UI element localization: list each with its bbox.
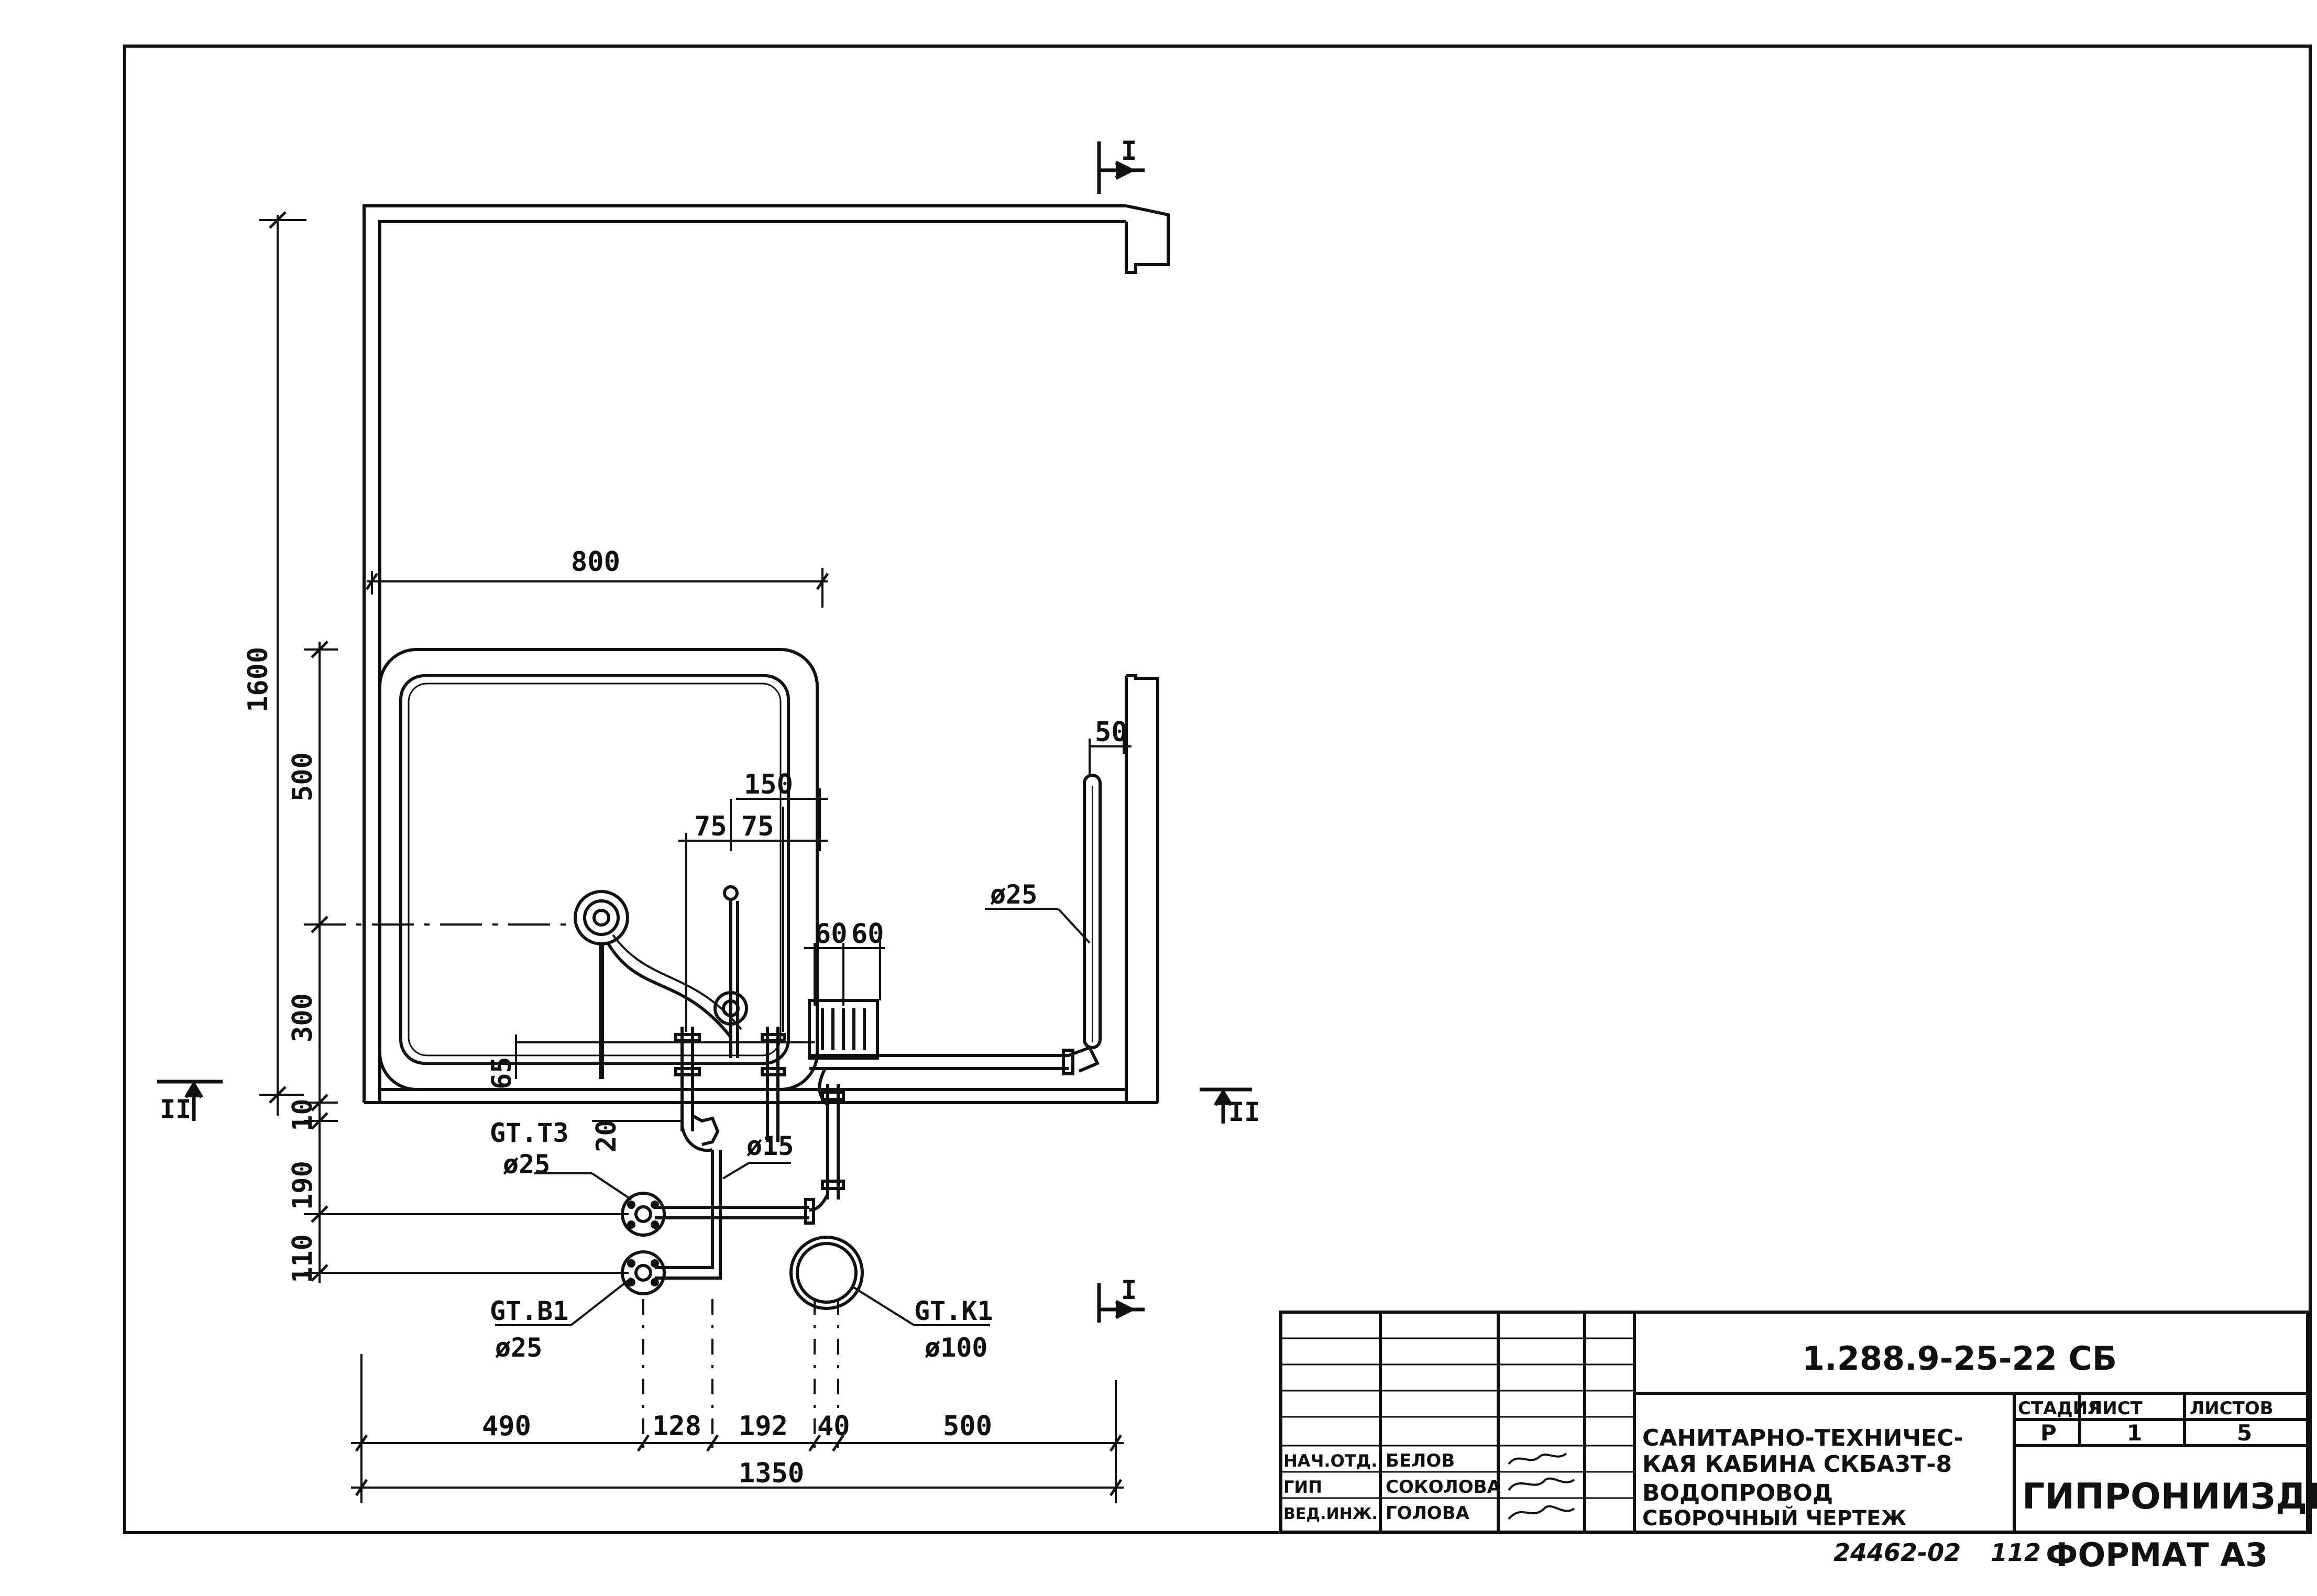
title-block-name-3: ГОЛОВА xyxy=(1386,1503,1470,1524)
footer-format: ФОРМАТ А3 xyxy=(2046,1536,2268,1574)
dim-width-top: 800 xyxy=(571,546,620,578)
label-riser-t3: GT.T3 xyxy=(490,1118,569,1148)
section-label-2-right: II xyxy=(1228,1097,1260,1127)
title-block-desc-4: СБОРОЧНЫЙ ЧЕРТЕЖ xyxy=(1642,1505,1906,1531)
dim-75b: 75 xyxy=(741,811,774,842)
section-mark-1-top xyxy=(1097,141,1145,194)
section-mark-1-bottom xyxy=(1097,1283,1145,1323)
label-riser-k1: GT.K1 xyxy=(914,1296,993,1326)
title-block-code: 1.288.9-25-22 СБ xyxy=(1802,1339,2117,1378)
dim-row-2: 110 xyxy=(287,1234,319,1283)
title-block-desc-1: САНИТАРНО-ТЕХНИЧЕС- xyxy=(1642,1425,1963,1451)
title-block-sheet: 1 xyxy=(2127,1420,2142,1446)
dim-bottom-total: 1350 xyxy=(739,1458,804,1489)
title-block-sheets: 5 xyxy=(2237,1420,2252,1446)
title-block-name-1: БЕЛОВ xyxy=(1386,1450,1455,1471)
title-block-role-1: НАЧ.ОТД. xyxy=(1283,1451,1377,1471)
title-block-desc-2: КАЯ КАБИНА СКБА3Т-8 xyxy=(1642,1451,1952,1478)
dim-row-1: 190 xyxy=(287,1161,319,1210)
title-block-role-3: ВЕД.ИНЖ. xyxy=(1283,1505,1378,1523)
title-block-sheet-header: ЛИСТ xyxy=(2088,1398,2143,1419)
riser-t3 xyxy=(621,1192,815,1237)
title-block-sheets-header: ЛИСТОВ xyxy=(2190,1398,2274,1419)
dim-bottom-5: 500 xyxy=(943,1411,992,1442)
title-block-desc-3: ВОДОПРОВОД xyxy=(1642,1480,1833,1506)
title-block xyxy=(1279,1311,2309,1534)
room-walls xyxy=(363,204,1170,1104)
dim-upper: 500 xyxy=(287,752,319,801)
riser-k1 xyxy=(789,1236,864,1310)
label-riser-b1-dia: ø25 xyxy=(495,1333,542,1363)
dim-lower: 300 xyxy=(287,993,319,1042)
dim-bottom-gap: 10 xyxy=(287,1098,319,1131)
mixer-valve xyxy=(713,885,748,1058)
section-label-2-left: II xyxy=(160,1094,191,1125)
title-block-stage-header: СТАДИЯ xyxy=(2018,1398,2101,1419)
dim-75a: 75 xyxy=(694,811,727,842)
section-mark-2-right xyxy=(1200,1087,1252,1124)
dim-20: 20 xyxy=(591,1119,622,1152)
supply-pipes xyxy=(674,1027,786,1231)
label-pipe-25: ø25 xyxy=(990,879,1037,910)
title-block-organization: ГИПРОНИИЗДРАВ xyxy=(2022,1476,2317,1517)
dim-60a: 60 xyxy=(815,918,848,950)
riser-b1 xyxy=(621,1218,722,1295)
footer-page-num: 112 xyxy=(1991,1538,2041,1567)
title-block-name-2: СОКОЛОВА xyxy=(1386,1477,1501,1498)
dim-bottom-1: 490 xyxy=(482,1411,531,1442)
dim-50: 50 xyxy=(1095,717,1128,748)
dim-65: 65 xyxy=(486,1056,518,1089)
shower-drain xyxy=(574,890,742,1079)
label-riser-k1-dia: ø100 xyxy=(925,1333,987,1363)
horizontal-pipe xyxy=(808,774,1102,1212)
title-block-stage: Р xyxy=(2040,1420,2057,1446)
label-riser-b1: GT.B1 xyxy=(490,1296,569,1326)
dimension-lines xyxy=(259,211,1132,1503)
label-riser-t3-dia: ø25 xyxy=(503,1149,550,1180)
section-label-1-bottom: I xyxy=(1121,1275,1137,1305)
shower-tray xyxy=(378,648,819,1091)
dim-bottom-2: 128 xyxy=(652,1411,701,1442)
section-label-1-top: I xyxy=(1121,136,1137,166)
label-pipe-15: ø15 xyxy=(746,1131,794,1161)
dim-overall-height: 1600 xyxy=(243,647,274,712)
dim-60b: 60 xyxy=(851,918,884,950)
footer-inventory: 24462-02 xyxy=(1833,1538,1961,1567)
sheet-frame xyxy=(123,45,2312,1534)
title-block-role-2: ГИП xyxy=(1283,1477,1322,1497)
section-mark-2-left xyxy=(157,1080,223,1121)
dim-bottom-3: 192 xyxy=(739,1411,788,1442)
dim-150: 150 xyxy=(744,769,793,800)
dim-bottom-4: 40 xyxy=(817,1411,850,1442)
